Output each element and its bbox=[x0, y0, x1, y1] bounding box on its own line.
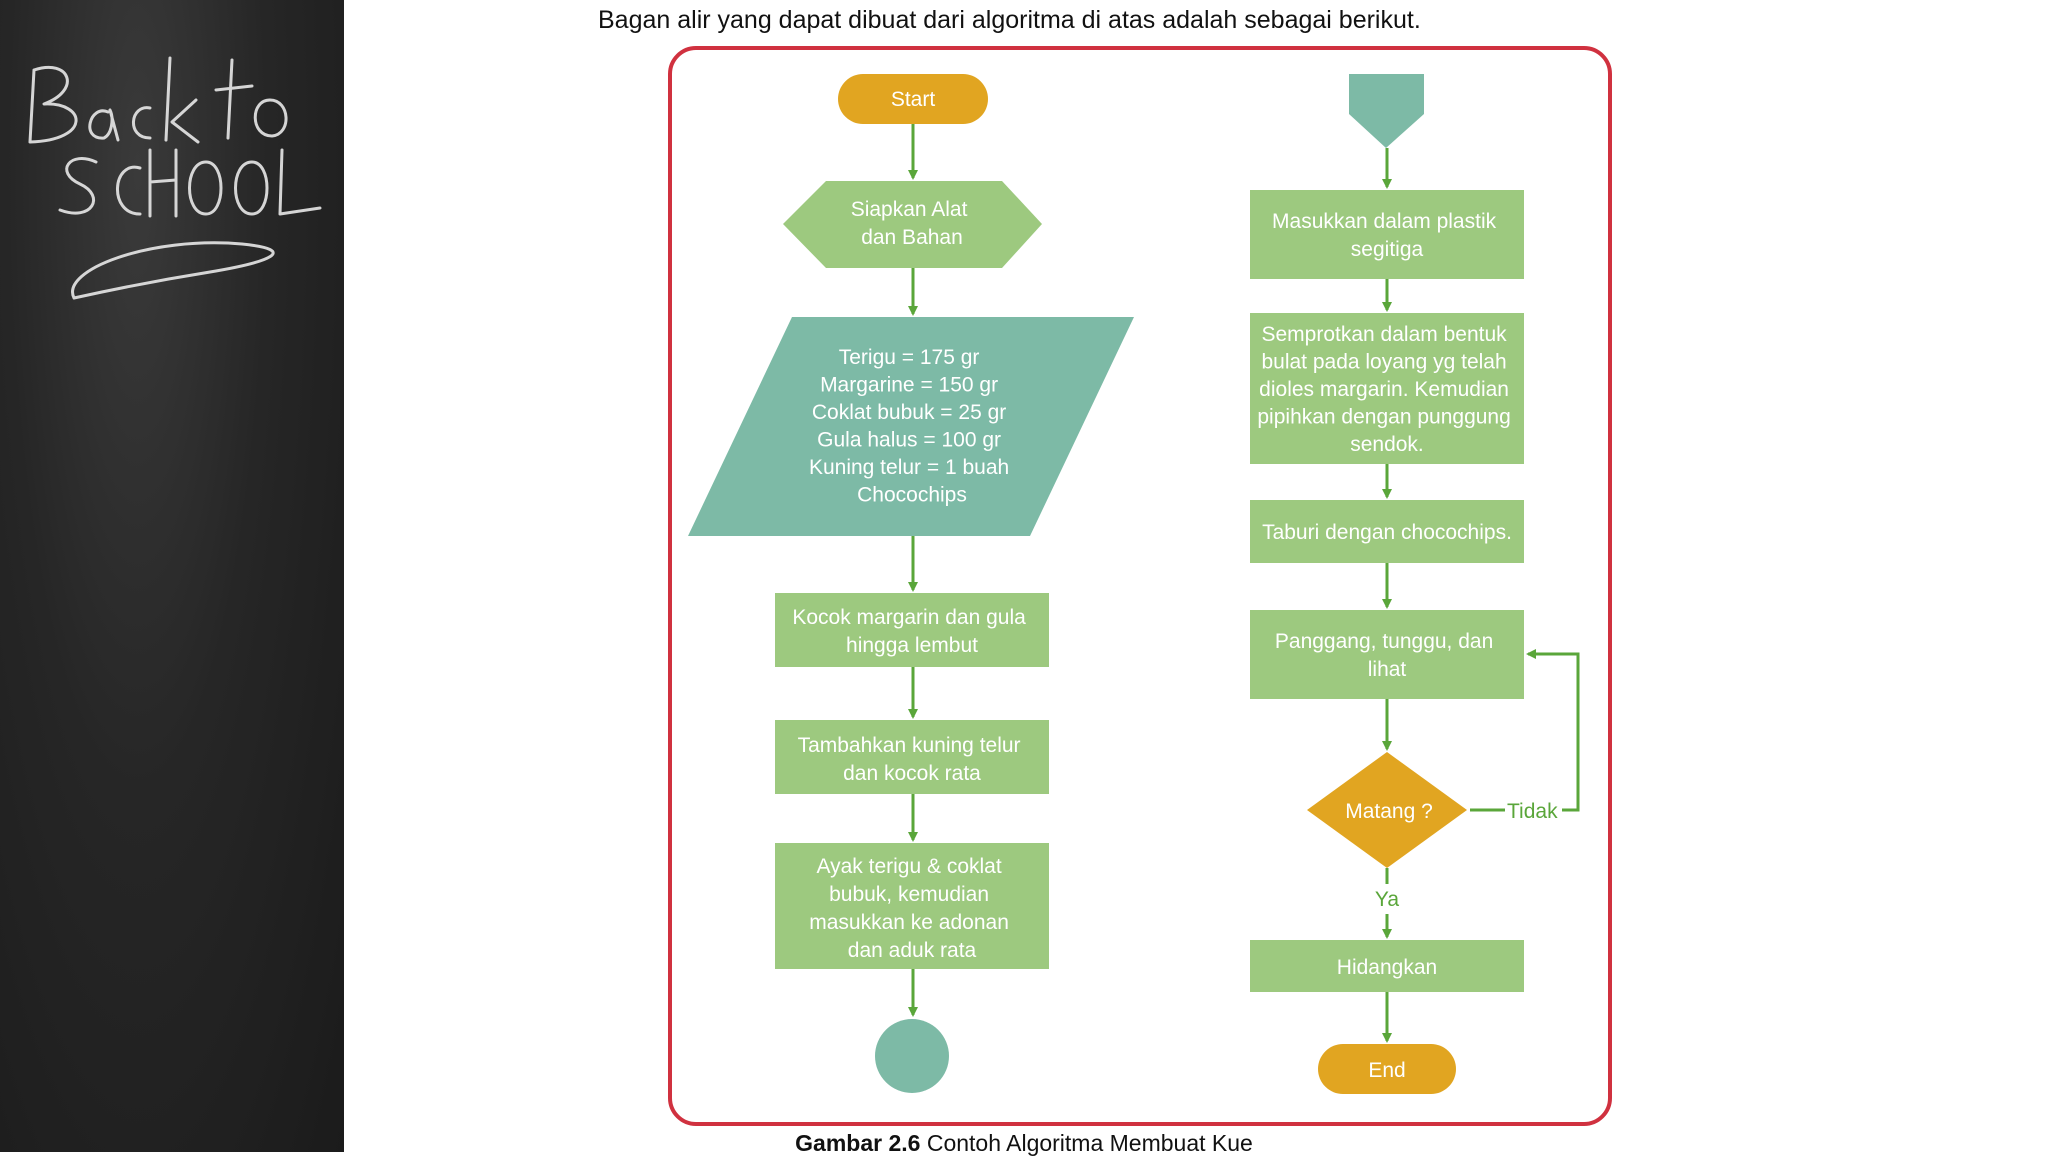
step7-line-1: Panggang, tunggu, dan bbox=[1275, 630, 1493, 653]
serve-label: Hidangkan bbox=[1337, 956, 1437, 979]
start-label: Start bbox=[891, 88, 936, 111]
step5-line-1: Semprotkan dalam bentuk bbox=[1262, 323, 1508, 346]
step5-line-5: sendok. bbox=[1350, 433, 1424, 456]
no-label: Tidak bbox=[1507, 800, 1558, 823]
step3-line-4: dan aduk rata bbox=[848, 939, 977, 962]
figure-caption: Gambar 2.6 Contoh Algoritma Membuat Kue bbox=[0, 1130, 2048, 1157]
step5-line-3: dioles margarin. Kemudian bbox=[1259, 378, 1509, 401]
decision-diamond bbox=[1307, 752, 1467, 868]
page-connector-circle bbox=[875, 1019, 949, 1093]
ingredient-line-5: Kuning telur = 1 buah bbox=[809, 456, 1009, 479]
ingredients-label: Terigu = 175 gr Margarine = 150 gr Cokla… bbox=[809, 346, 1015, 507]
step7-label: Panggang, tunggu, dan lihat bbox=[1275, 630, 1499, 681]
step5-line-4: pipihkan dengan punggung bbox=[1257, 406, 1510, 429]
step5-line-2: bulat pada loyang yg telah bbox=[1261, 351, 1506, 374]
serve-box bbox=[1250, 940, 1524, 992]
step7-box bbox=[1250, 610, 1524, 699]
figure-title: Contoh Algoritma Membuat Kue bbox=[926, 1130, 1253, 1156]
step6-label: Taburi dengan chocochips. bbox=[1262, 521, 1512, 544]
end-terminator bbox=[1318, 1044, 1456, 1094]
prep-line-2: dan Bahan bbox=[861, 226, 963, 249]
step3-line-1: Ayak terigu & coklat bbox=[816, 855, 1001, 878]
step5-box bbox=[1250, 313, 1524, 464]
prep-label: Siapkan Alat dan Bahan bbox=[851, 198, 974, 249]
step4-line-2: segitiga bbox=[1351, 238, 1424, 261]
chalkboard-panel bbox=[0, 0, 344, 1152]
step1-line-2: hingga lembut bbox=[846, 634, 978, 657]
step2-box bbox=[775, 720, 1049, 794]
yes-label: Ya bbox=[1375, 888, 1399, 911]
step6-box bbox=[1250, 500, 1524, 563]
step4-box bbox=[1250, 190, 1524, 279]
prep-line-1: Siapkan Alat bbox=[851, 198, 968, 221]
step1-box bbox=[775, 593, 1049, 667]
figure-number: Gambar 2.6 bbox=[795, 1130, 921, 1156]
step2-line-1: Tambahkan kuning telur bbox=[798, 734, 1021, 757]
step2-label: Tambahkan kuning telur dan kocok rata bbox=[798, 734, 1027, 785]
end-label: End bbox=[1368, 1059, 1405, 1082]
ingredient-line-3: Coklat bubuk = 25 gr bbox=[812, 401, 1006, 424]
chalkboard-art bbox=[28, 56, 322, 300]
start-terminator bbox=[838, 74, 988, 124]
step3-box bbox=[775, 843, 1049, 969]
ingredient-line-1: Terigu = 175 gr bbox=[839, 346, 980, 369]
step3-line-2: bubuk, kemudian bbox=[829, 883, 989, 906]
step4-label: Masukkan dalam plastik segitiga bbox=[1272, 210, 1502, 261]
decision-label: Matang ? bbox=[1345, 800, 1433, 823]
offpage-connector bbox=[1349, 74, 1424, 148]
step3-line-3: masukkan ke adonan bbox=[809, 911, 1009, 934]
edge-decision-no-loop bbox=[1526, 649, 1580, 812]
ingredients-parallelogram bbox=[688, 317, 1134, 536]
figure-frame bbox=[668, 46, 1612, 1126]
step4-line-1: Masukkan dalam plastik bbox=[1272, 210, 1497, 233]
ingredient-line-6: Chocochips bbox=[857, 484, 967, 507]
step3-label: Ayak terigu & coklat bubuk, kemudian mas… bbox=[809, 855, 1014, 962]
prep-hexagon bbox=[783, 181, 1042, 268]
step7-line-2: lihat bbox=[1368, 658, 1407, 681]
step5-label: Semprotkan dalam bentuk bulat pada loyan… bbox=[1257, 323, 1516, 456]
intro-caption: Bagan alir yang dapat dibuat dari algori… bbox=[598, 6, 1421, 34]
ingredient-line-2: Margarine = 150 gr bbox=[820, 374, 998, 397]
ingredient-line-4: Gula halus = 100 gr bbox=[817, 429, 1001, 452]
step1-label: Kocok margarin dan gula hingga lembut bbox=[792, 606, 1031, 657]
step1-line-1: Kocok margarin dan gula bbox=[792, 606, 1026, 629]
step2-line-2: dan kocok rata bbox=[843, 762, 981, 785]
